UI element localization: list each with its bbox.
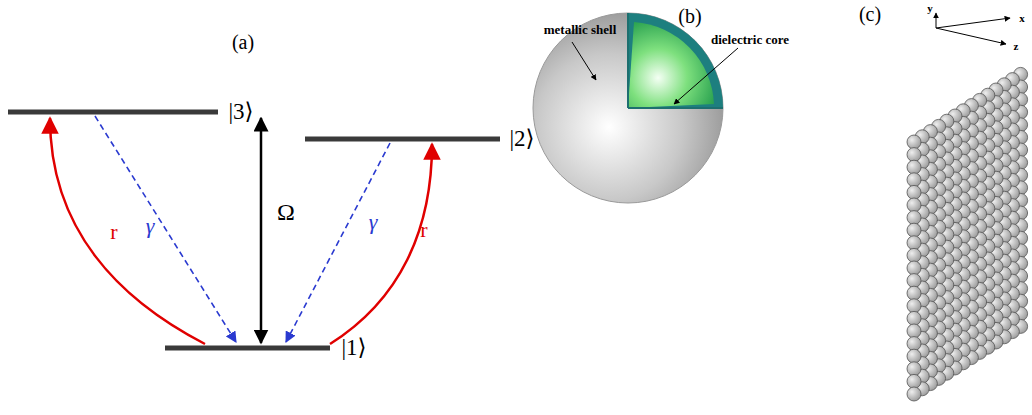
sphere (907, 337, 921, 351)
sphere (907, 135, 921, 149)
sphere-array (907, 67, 1028, 401)
panel-label: (b) (678, 5, 701, 27)
sphere (907, 236, 921, 250)
decay-label: γ (146, 214, 155, 238)
sphere (907, 248, 921, 262)
sphere (907, 349, 921, 363)
level-label: |3⟩ (228, 99, 253, 124)
part-label: dielectric core (711, 33, 789, 47)
sphere (907, 223, 921, 237)
decay-arrow (95, 116, 236, 342)
panel-label: (a) (232, 31, 254, 53)
axis-label: z (1014, 40, 1019, 52)
panel-label: (c) (859, 3, 881, 25)
rate-label: r (420, 218, 427, 242)
sphere (907, 362, 921, 376)
sphere (907, 299, 921, 313)
sphere (907, 173, 921, 187)
decay-arrow (286, 143, 390, 342)
coupling-arrow (260, 118, 263, 343)
rate-label: r (110, 220, 117, 244)
sphere (907, 160, 921, 174)
core-shell-sphere (533, 13, 723, 203)
axis-label: y (927, 2, 933, 14)
sphere (907, 148, 921, 162)
pump-arrow (330, 144, 432, 344)
sphere (907, 211, 921, 225)
axes (936, 13, 1010, 44)
rabi-label: Ω (277, 199, 295, 225)
decay-label: γ (369, 210, 378, 234)
part-label: metallic shell (544, 23, 617, 37)
energy-levels (8, 112, 500, 348)
sphere (907, 387, 921, 401)
sphere (907, 261, 921, 275)
sphere (907, 311, 921, 325)
leader-line (674, 48, 738, 104)
sphere (907, 198, 921, 212)
axis-label: x (1019, 12, 1025, 24)
leader-line (572, 42, 596, 80)
pump-arrow (50, 118, 205, 344)
sphere (907, 185, 921, 199)
sphere (907, 374, 921, 388)
level-label: |2⟩ (509, 126, 534, 151)
level-label: |1⟩ (341, 335, 366, 360)
sphere (907, 324, 921, 338)
sphere (907, 286, 921, 300)
sphere (907, 274, 921, 288)
